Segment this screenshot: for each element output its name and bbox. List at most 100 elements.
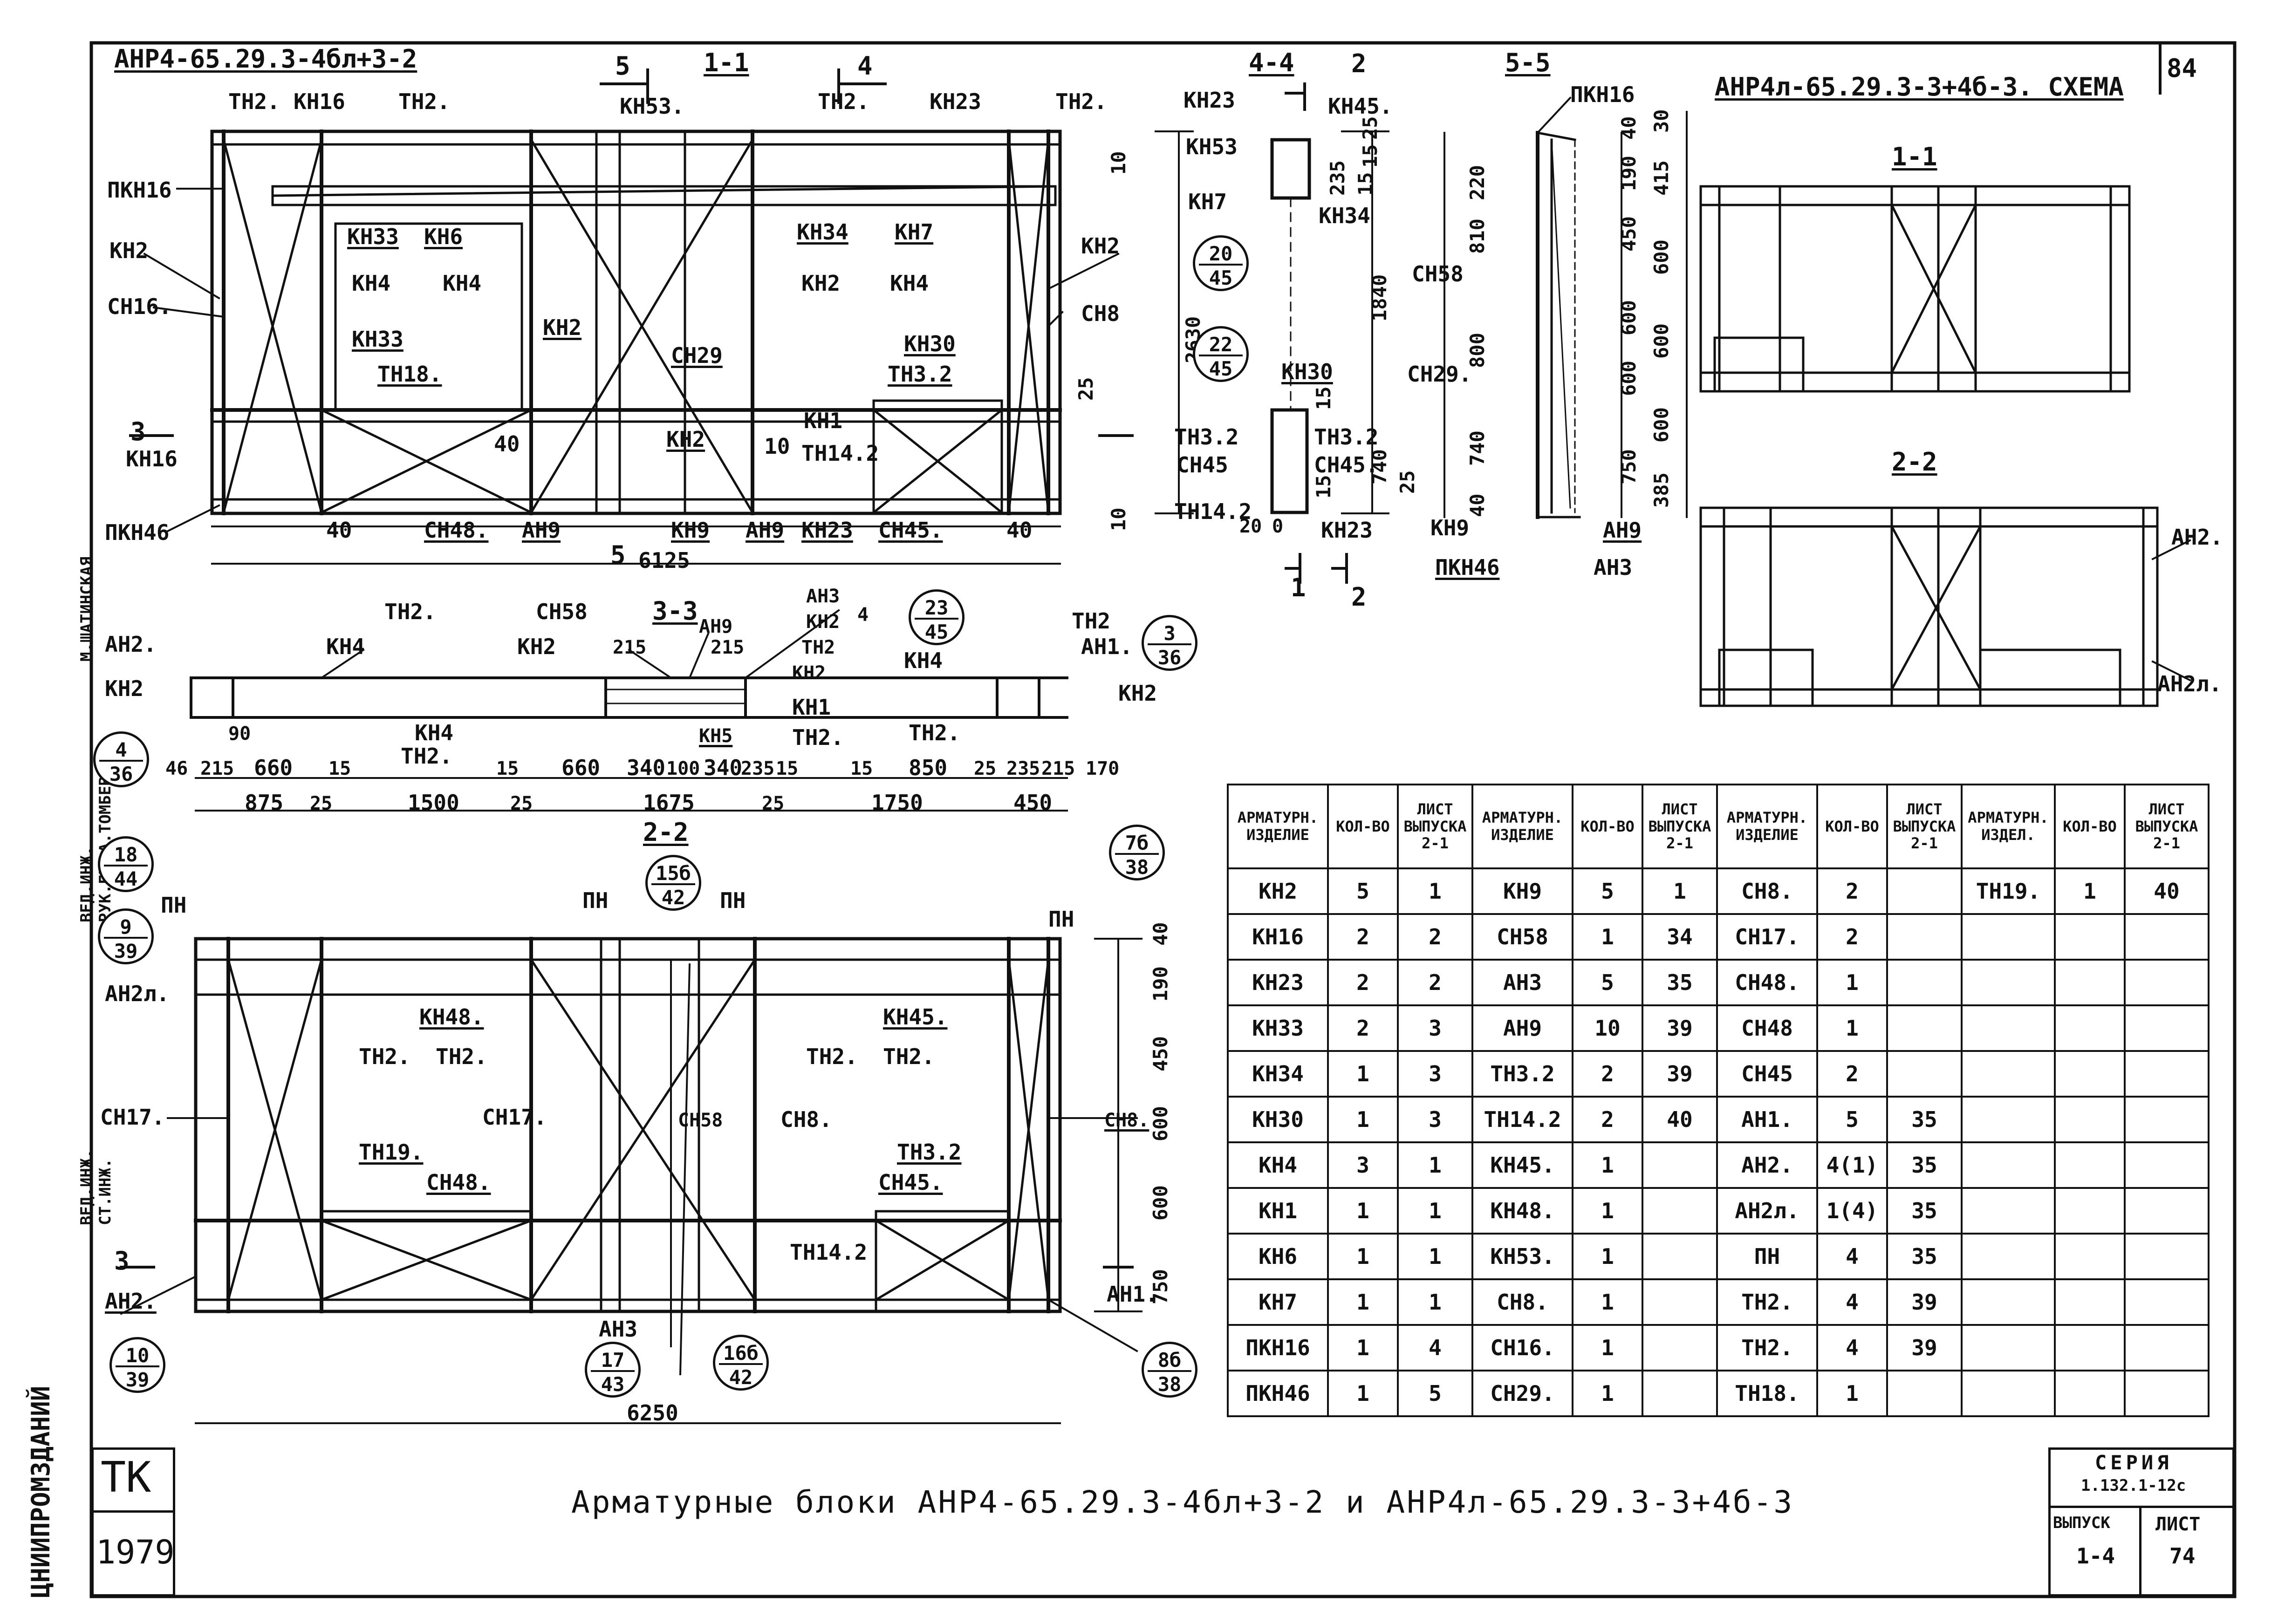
section-label: 2-2 bbox=[1892, 447, 1937, 477]
table-cell: 35 bbox=[1886, 1233, 1963, 1280]
cut-mark: 3 bbox=[130, 417, 146, 446]
dim-label: 40 bbox=[1149, 922, 1172, 946]
section-label: 1-1 bbox=[704, 48, 749, 77]
table-cell: АН2л. bbox=[1716, 1187, 1818, 1235]
mark-label: АН3 bbox=[1594, 555, 1633, 580]
specification-table: АРМАТУРН. ИЗДЕЛИЕ КОЛ-ВО ЛИСТ ВЫПУСКА 2-… bbox=[1227, 784, 2210, 1417]
table-cell bbox=[1961, 1278, 2056, 1326]
table-cell: 5 bbox=[1327, 867, 1399, 915]
dim-label: 46 bbox=[165, 758, 188, 779]
mark-label: ТН2 bbox=[801, 637, 835, 658]
table-cell: АН3 bbox=[1471, 959, 1574, 1006]
table-cell: СН8. bbox=[1716, 867, 1818, 915]
table-cell: 40 bbox=[2124, 867, 2210, 915]
dim-label: 15 bbox=[1359, 144, 1382, 168]
org-code: ТК bbox=[101, 1453, 151, 1502]
mark-label: СН45. bbox=[878, 1170, 943, 1195]
table-cell: 3 bbox=[1397, 1004, 1473, 1052]
dim-label: 25 bbox=[1396, 470, 1419, 494]
table-cell: СН58 bbox=[1471, 913, 1574, 961]
scheme-views-lines bbox=[1699, 185, 2191, 707]
dim-label: 215 bbox=[1041, 758, 1075, 779]
table-cell: КН48. bbox=[1471, 1187, 1574, 1235]
dim-label: 25 bbox=[1074, 377, 1097, 401]
mark-label: КН48. bbox=[419, 1004, 484, 1030]
dim-label: 340 bbox=[704, 755, 743, 780]
title-block: ТК 1979 Арматурные блоки АНР4-65.29.3-4б… bbox=[91, 1447, 2235, 1597]
mark-label: КН4 bbox=[443, 271, 482, 296]
cut-mark: 1 bbox=[1291, 573, 1306, 602]
table-cell: КН23 bbox=[1227, 959, 1329, 1006]
dim-label: 600 bbox=[1650, 323, 1673, 359]
table-cell: 1 bbox=[1397, 1141, 1473, 1189]
table-cell: 1 bbox=[1397, 867, 1473, 915]
table-cell bbox=[1886, 1370, 1963, 1417]
table-cell: ТН2. bbox=[1716, 1278, 1818, 1326]
table-cell bbox=[1961, 1324, 2056, 1372]
series-value: 1.132.1-12с bbox=[2081, 1476, 2186, 1495]
dim-total: 6250 bbox=[627, 1400, 678, 1426]
mark-label: СН17. bbox=[482, 1105, 547, 1130]
dim-label: 15 bbox=[850, 758, 873, 779]
mark-label: КН2 bbox=[109, 238, 149, 263]
dim-label: 40 bbox=[1466, 493, 1489, 517]
view-4-4-lines bbox=[1270, 82, 1389, 584]
dim-label: 340 bbox=[627, 755, 666, 780]
mark-label: СН58 bbox=[1412, 261, 1464, 287]
dim-label: 10 bbox=[764, 434, 790, 459]
dim-label: 450 bbox=[1617, 216, 1640, 252]
mark-label: КН2 bbox=[517, 634, 556, 659]
table-cell: СН29. bbox=[1471, 1370, 1574, 1417]
table-cell: 1 bbox=[1816, 959, 1888, 1006]
dim-label: 220 bbox=[1466, 165, 1489, 200]
table-cell: 1 bbox=[1572, 913, 1643, 961]
table-cell: 34 bbox=[1642, 913, 1718, 961]
dim-label: 660 bbox=[561, 755, 601, 780]
table-cell: 1 bbox=[1816, 1370, 1888, 1417]
table-cell: 2 bbox=[1327, 913, 1399, 961]
mark-label: КН4 bbox=[904, 648, 943, 673]
sidebar-role-2: СТ.ИНЖ. bbox=[96, 1158, 115, 1225]
section-label: 4-4 bbox=[1249, 48, 1294, 77]
mark-label: АН9 bbox=[522, 518, 561, 543]
mark-label: КН7 bbox=[895, 219, 934, 245]
dim-label: 15 bbox=[776, 758, 799, 779]
table-cell: 2 bbox=[1327, 1004, 1399, 1052]
dim-label: 1500 bbox=[408, 790, 459, 815]
table-cell: 4 bbox=[1816, 1233, 1888, 1280]
dim-label: 1750 bbox=[871, 790, 923, 815]
mark-label: КН5 bbox=[699, 725, 733, 747]
mark-label: СН58 bbox=[536, 599, 588, 624]
mark-label: КН30 bbox=[1281, 359, 1333, 384]
mark-label: СН45. bbox=[1314, 452, 1379, 478]
dim-label: 0 bbox=[1272, 516, 1284, 537]
mark-label: АН2. bbox=[105, 632, 157, 657]
table-cell bbox=[2054, 1278, 2126, 1326]
table-cell bbox=[2124, 1370, 2210, 1417]
sheet-frame bbox=[89, 41, 2237, 1598]
table-cell bbox=[1886, 913, 1963, 961]
dim-label: 810 bbox=[1466, 218, 1489, 254]
table-cell: 1 bbox=[1327, 1187, 1399, 1235]
table-cell: 1 bbox=[1397, 1187, 1473, 1235]
table-cell bbox=[1961, 959, 2056, 1006]
main-title: Арматурные блоки АНР4-65.29.3-4бл+3-2 и … bbox=[571, 1484, 1794, 1520]
mark-label: КН45. bbox=[1328, 94, 1393, 119]
dim-label: 600 bbox=[1617, 361, 1640, 396]
dim-label: 215 bbox=[711, 637, 745, 658]
dim-label: 15 bbox=[1354, 172, 1377, 196]
mark-label: КН7 bbox=[1188, 189, 1227, 214]
table-cell: 35 bbox=[1886, 1141, 1963, 1189]
mark-label: КН34 bbox=[1319, 203, 1370, 228]
table-cell bbox=[1961, 1141, 2056, 1189]
